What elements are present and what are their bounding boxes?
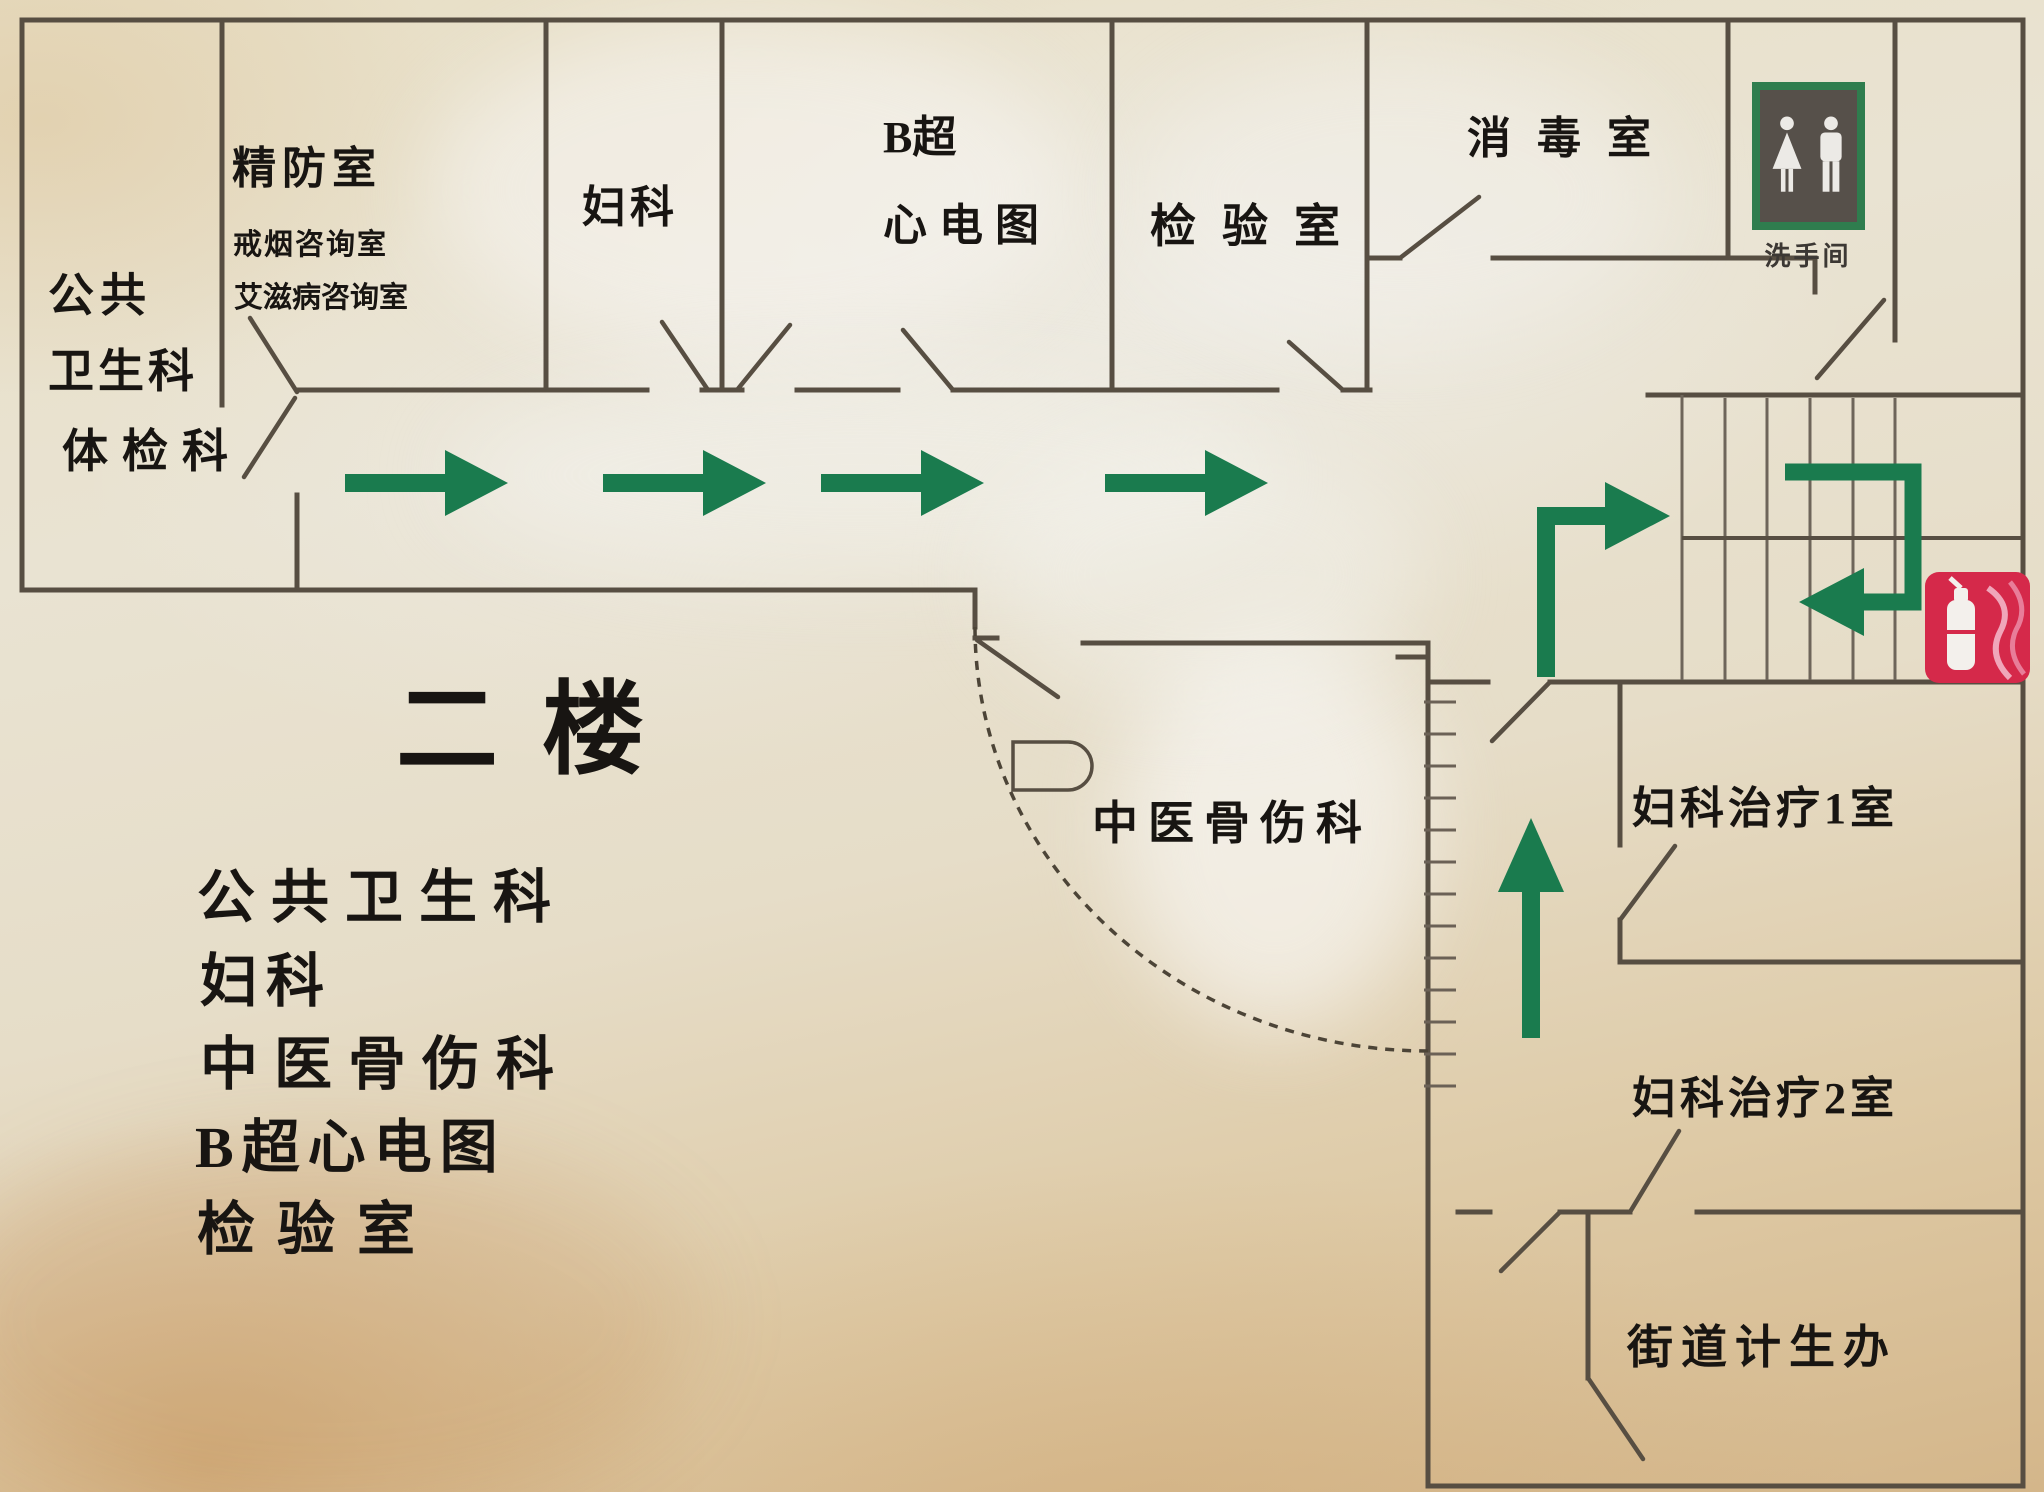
room-label-ultrasound-line2: 心电图 (883, 201, 1051, 250)
directory-item: B超心电图 (195, 1115, 506, 1180)
room-label-gyn-treatment-2: 妇科治疗2室 (1632, 1074, 1898, 1123)
room-label-smoking-cessation: 戒烟咨询室 (233, 229, 389, 261)
room-label-family-planning: 街道计生办 (1627, 1322, 1897, 1373)
room-label-aids-counseling: 艾滋病咨询室 (234, 282, 409, 314)
room-label-tcm-orthopedics: 中医骨伤科 (1092, 798, 1372, 849)
door-symbol-p (1011, 740, 1094, 792)
room-label-gyn-treatment-1: 妇科治疗1室 (1632, 784, 1898, 833)
route-arrow-stair-uturn (1785, 463, 1922, 636)
directory-item: 中医骨伤科 (200, 1032, 571, 1097)
room-label-laboratory: 检验室 (1150, 201, 1366, 252)
curved-wall-arc (973, 626, 1429, 1053)
route-arrow-turn-right (1537, 482, 1670, 677)
room-label-jingfang: 精防室 (232, 144, 382, 193)
wall-hatching (1424, 700, 1456, 1088)
room-label-disinfection: 消毒室 (1467, 114, 1677, 163)
room-label-public-health-line3: 体检科 (62, 426, 242, 477)
directory-item: 公共卫生科 (197, 865, 568, 930)
floor-title: 二楼 (396, 675, 688, 788)
room-label-public-health-line2: 卫生科 (48, 346, 198, 397)
walls (19, 17, 2026, 1489)
restroom-sign-label: 洗手间 (1764, 242, 1852, 271)
route-arrow-right-2 (603, 450, 766, 516)
room-label-public-health-line1: 公共 (48, 270, 152, 321)
route-arrow-right-3 (821, 450, 984, 516)
room-label-ultrasound-line1: B超 (883, 113, 957, 162)
door-swings (241, 194, 1887, 1462)
fire-extinguisher-icon (1925, 572, 2030, 683)
directory-item: 妇科 (200, 949, 333, 1014)
route-arrows (345, 450, 1922, 1038)
woman-icon (1772, 116, 1801, 192)
man-icon (1819, 116, 1842, 192)
route-arrow-right-4 (1105, 450, 1268, 516)
room-label-gynecology: 妇科 (582, 183, 678, 232)
route-arrow-right-1 (345, 450, 508, 516)
route-arrow-up (1498, 818, 1564, 1038)
restroom-sign-icon (1752, 82, 1865, 230)
directory-item: 检验室 (197, 1197, 438, 1262)
staircase (1680, 395, 2023, 680)
